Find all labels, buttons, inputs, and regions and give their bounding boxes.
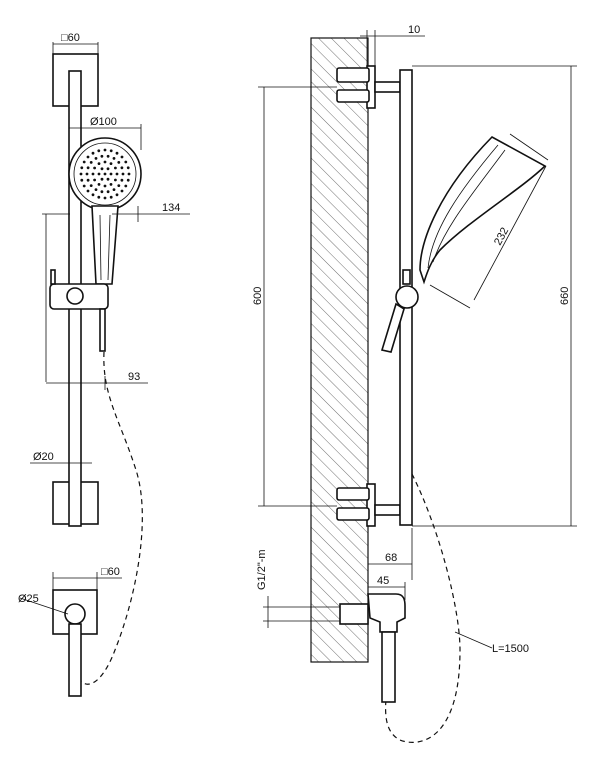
spray-nozzle (100, 177, 104, 181)
spray-nozzle (97, 162, 101, 166)
spray-nozzle (93, 178, 96, 182)
spray-nozzle (86, 155, 90, 159)
spray-nozzle (97, 183, 101, 186)
spray-nozzle (117, 184, 121, 188)
spray-nozzle (91, 193, 95, 197)
spray-nozzle (103, 196, 107, 200)
dim-outlet-square: □60 (101, 566, 120, 578)
spray-nozzle (103, 172, 107, 176)
spray-nozzle (85, 172, 89, 176)
wall-section (310, 37, 369, 663)
spray-nozzle (103, 148, 107, 152)
spray-nozzle (86, 178, 90, 182)
dim-rail-length: 660 (559, 287, 571, 305)
spray-nozzle (80, 166, 84, 170)
spray-nozzle (109, 162, 113, 166)
spray-nozzle (89, 161, 93, 164)
dim-hose-length: L=1500 (492, 643, 529, 655)
spray-nozzle (109, 183, 113, 186)
front-hose[interactable] (77, 351, 143, 685)
spray-nozzle (100, 154, 104, 158)
spray-nozzle (97, 172, 101, 176)
spray-nozzle (91, 172, 95, 176)
spray-nozzle (89, 184, 93, 188)
dim-handset-diameter: Ø100 (90, 116, 117, 128)
spray-nozzle (82, 160, 86, 164)
spray-nozzle (127, 172, 131, 176)
side-outlet-elbow[interactable] (367, 593, 406, 633)
spray-nozzle (109, 172, 113, 176)
spray-nozzle (124, 184, 128, 188)
front-view: □60 Ø100 134 93 (18, 32, 190, 697)
side-slider (395, 285, 419, 309)
dim-outlet-diameter: Ø25 (18, 593, 39, 605)
spray-nozzle (97, 149, 101, 153)
spray-nozzle (112, 188, 116, 192)
dim-rail-projection: 68 (385, 552, 397, 564)
side-hose[interactable] (384, 473, 461, 743)
dim-handset-length: 232 (492, 226, 511, 248)
spray-nozzle (121, 172, 125, 176)
spray-nozzle (82, 184, 86, 188)
spray-nozzle (106, 190, 110, 194)
spray-nozzle (120, 166, 124, 170)
spray-nozzle (115, 151, 119, 155)
spray-nozzle (106, 167, 110, 171)
dim-rail-diameter: Ø20 (33, 451, 54, 463)
spray-nozzle (103, 184, 107, 188)
spray-nozzle (94, 188, 98, 192)
spray-nozzle (86, 189, 90, 193)
spray-nozzle (100, 167, 104, 171)
spray-nozzle-dots (79, 148, 131, 200)
spray-nozzle (79, 172, 83, 176)
spray-nozzle (124, 160, 128, 164)
spray-nozzle (109, 149, 113, 153)
spray-nozzle (120, 189, 124, 193)
spray-nozzle (114, 166, 117, 170)
spray-nozzle (93, 166, 96, 170)
spray-nozzle (97, 195, 101, 199)
spray-nozzle (112, 157, 116, 160)
spray-nozzle (126, 178, 130, 182)
spray-nozzle (106, 177, 110, 181)
spray-nozzle (117, 161, 121, 164)
spray-nozzle (120, 178, 124, 182)
spray-nozzle (80, 178, 84, 182)
dim-bracket-depth: 10 (408, 24, 420, 36)
spray-nozzle (120, 155, 124, 159)
spray-nozzle (86, 166, 90, 170)
spray-nozzle (126, 166, 130, 170)
side-handset (419, 136, 547, 285)
dim-thread: G1/2"-m (256, 549, 268, 590)
spray-nozzle (103, 160, 107, 164)
spray-nozzle (114, 178, 117, 182)
spray-nozzle (94, 157, 98, 160)
side-view: 10 600 660 232 68 (252, 24, 577, 743)
spray-nozzle (100, 190, 104, 194)
spray-nozzle (106, 154, 110, 158)
spray-nozzle (91, 151, 95, 155)
spray-nozzle (115, 193, 119, 197)
spray-nozzle (115, 172, 119, 176)
dim-outlet-projection: 45 (377, 575, 389, 587)
dim-front-bracket: □60 (61, 32, 80, 44)
spray-nozzle (109, 195, 113, 199)
dim-handset-width: 134 (162, 202, 180, 214)
dim-slider-offset: 93 (128, 371, 140, 383)
dim-bracket-spacing: 600 (252, 287, 264, 305)
